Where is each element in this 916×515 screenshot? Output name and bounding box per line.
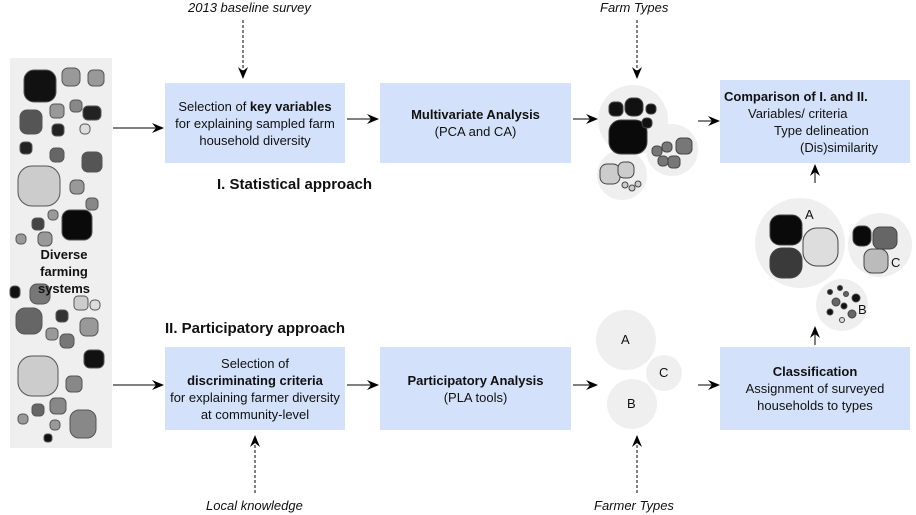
text: Selection of [178,98,250,114]
discriminating-criteria-text: discriminating criteria [187,372,323,388]
text: for explaining farmer diversity [170,389,340,405]
discriminating-criteria-box: Selection of discriminating criteria for… [165,347,345,430]
box-title: Participatory Analysis [407,372,544,388]
classification-box: Classification Assignment of surveyed ho… [720,347,910,430]
multivariate-analysis-box: Multivariate Analysis (PCA and CA) [380,83,571,163]
local-knowledge-label: Local knowledge [206,498,303,513]
classified-clusters [755,198,912,331]
text: Variables/ criteria [748,105,848,121]
text: Type delineation [774,122,869,138]
farming-systems-label: Diverse farming systems [37,247,91,296]
text: (PLA tools) [443,389,508,405]
text: household diversity [199,132,311,148]
key-variables-text: key variables [249,98,332,114]
farmer-type-b-label: B [627,396,636,411]
baseline-survey-label: 2013 baseline survey [188,0,311,15]
box-title: Multivariate Analysis [411,107,540,122]
text: for explaining sampled farm [175,115,335,131]
text: households to types [757,398,873,413]
class-b-label: B [858,302,867,317]
comparison-box: Comparison of I. and II. Variables/ crit… [720,80,910,163]
farm-blobs [9,67,105,443]
farmer-type-c-label: C [659,365,669,380]
participatory-approach-heading: II. Participatory approach [165,320,346,337]
box-title: Comparison of I. and II. [724,88,868,104]
class-a-label: A [805,207,814,222]
text: Selection of [221,355,289,371]
text: at community-level [200,406,310,422]
box-title: Classification [772,364,858,379]
farmer-types-circles [596,310,682,429]
farm-types-label: Farm Types [600,0,669,15]
flow-arrows [113,114,820,390]
farmer-type-a-label: A [621,332,630,347]
text: (PCA and CA) [434,124,517,139]
farmer-types-label: Farmer Types [594,498,674,513]
participatory-analysis-box: Participatory Analysis (PLA tools) [380,347,571,430]
key-variables-box: Selection of key variables for explainin… [165,83,345,163]
class-c-label: C [891,255,901,270]
text: Assignment of surveyed [745,381,885,396]
statistical-approach-heading: I. Statistical approach [217,176,373,193]
farm-types-cluster [597,85,698,200]
text: (Dis)similarity [800,139,878,155]
input-arrows [238,20,642,493]
